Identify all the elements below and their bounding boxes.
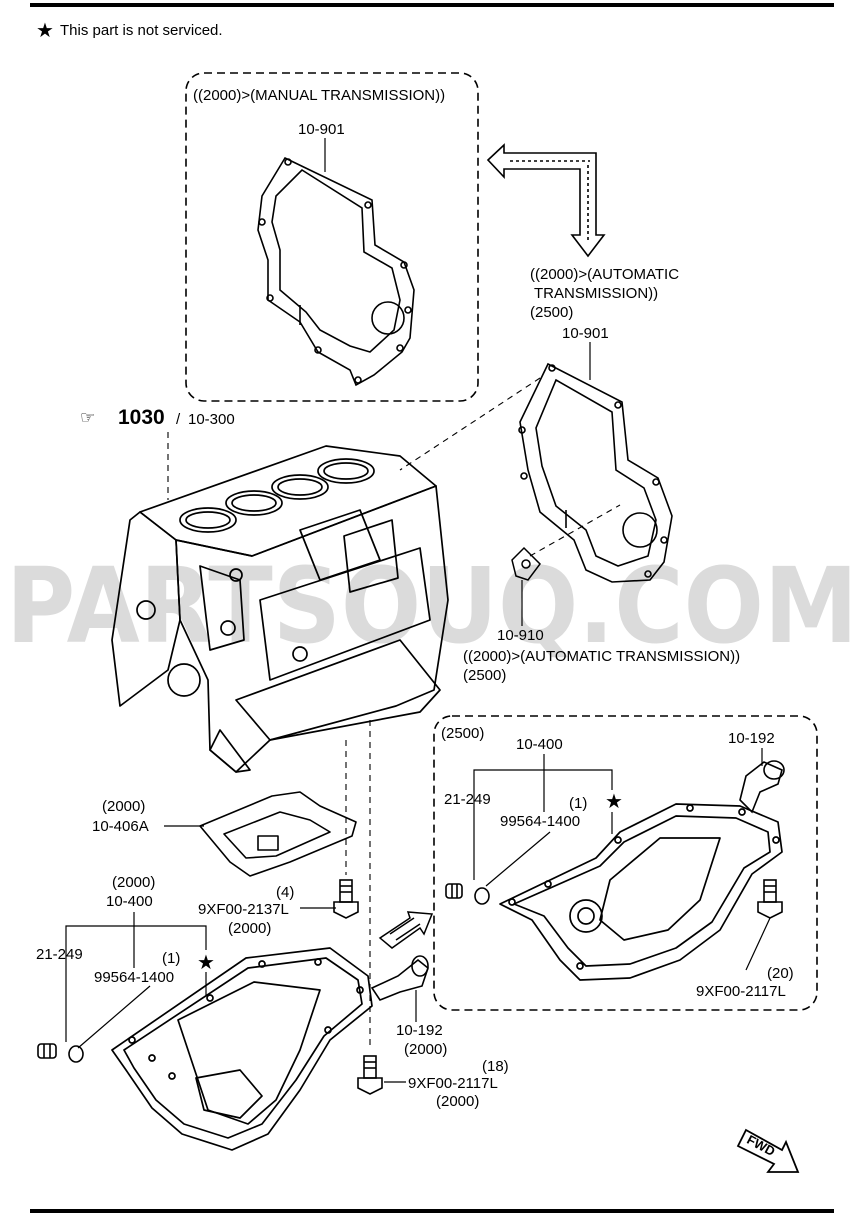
- pan2500-bolt-part: 9XF00-2117L: [696, 983, 786, 1000]
- pan2000-year: (2000): [112, 874, 155, 891]
- pan2000-bolt-year: (2000): [436, 1093, 479, 1110]
- ref-book-icon: ☞: [80, 408, 95, 427]
- pan2000-oil-strainer: [370, 955, 429, 1001]
- manual-group-box: [185, 72, 479, 402]
- cylinder-block: [111, 445, 449, 773]
- note-text: This part is not serviced.: [60, 22, 223, 39]
- pan2500-bolt-leader: [745, 917, 771, 971]
- drive-plate-condition: ((2000)>(AUTOMATIC TRANSMISSION)): [463, 648, 740, 665]
- assembly-direction-arrow: [378, 911, 434, 949]
- pan2000-gasket-ring: [68, 1045, 84, 1063]
- block-ref-main: 1030: [118, 406, 165, 429]
- baffle-bolt: [333, 879, 359, 919]
- oil-pan-2500: [499, 803, 783, 981]
- pan2500-bolt-qty: (20): [767, 965, 794, 982]
- auto-condition-line1: ((2000)>(AUTOMATIC: [530, 266, 679, 283]
- block-reference: ☞ 1030 / 10-300: [80, 406, 235, 429]
- manual-plate-part: 10-901: [298, 121, 345, 138]
- pan2500-group-box: [433, 715, 818, 1011]
- baffle-bolt-year: (2000): [228, 920, 271, 937]
- oil-baffle: [199, 791, 357, 877]
- pan2000-bolt-part: 9XF00-2117L: [408, 1075, 498, 1092]
- pan2000-bolt: [357, 1055, 383, 1095]
- pan2000-bracket: [65, 912, 207, 1049]
- pan2500-bracket: [473, 754, 613, 887]
- pan2000-part: 10-400: [106, 893, 153, 910]
- pan2500-strainer-part: 10-192: [728, 730, 775, 747]
- baffle-bolt-part: 9XF00-2137L: [198, 901, 289, 918]
- alternative-arrow: [486, 143, 606, 258]
- auto-year: (2500): [530, 304, 573, 321]
- drive-plate-part: [511, 546, 541, 581]
- auto-end-plate: [518, 362, 673, 583]
- block-ref-sep: /: [176, 411, 181, 428]
- pan2000-star-icon: ★: [197, 952, 215, 974]
- auto-condition-line2: TRANSMISSION)): [534, 285, 658, 302]
- oil-pan-2000: [111, 947, 373, 1151]
- pan2500-gasket-ring: [474, 887, 490, 905]
- pan2000-gasket: 99564-1400: [94, 969, 174, 986]
- pan2000-plug: 21-249: [36, 946, 83, 963]
- pan2000-drain-plug: [37, 1043, 57, 1059]
- drive-plate-year: (2500): [463, 667, 506, 684]
- pan2500-oil-strainer: [739, 760, 785, 814]
- pan2000-bolt-qty: (18): [482, 1058, 509, 1075]
- pan2500-part: 10-400: [516, 736, 563, 753]
- pan2000-strainer-part: 10-192: [396, 1022, 443, 1039]
- baffle-year: (2000): [102, 798, 145, 815]
- top-rule: [30, 3, 834, 7]
- manual-end-plate: [257, 156, 415, 387]
- pan2500-gasket-qty: (1): [569, 795, 587, 812]
- pan2500-plug: 21-249: [444, 791, 491, 808]
- pan2000-strainer-year: (2000): [404, 1041, 447, 1058]
- watermark: PARTSOUQ.COM: [6, 545, 858, 667]
- pan2500-bolt: [757, 879, 783, 919]
- drive-plate-part-label: 10-910: [497, 627, 544, 644]
- baffle-bolt-qty: (4): [276, 884, 294, 901]
- pan2500-drain-plug: [445, 883, 463, 899]
- block-ref-part: 10-300: [188, 411, 235, 428]
- pan2500-gasket: 99564-1400: [500, 813, 580, 830]
- note-star-icon: ★: [36, 20, 54, 42]
- pan2000-gasket-qty: (1): [162, 950, 180, 967]
- pan2500-star-icon: ★: [605, 791, 623, 813]
- baffle-part: 10-406A: [92, 818, 149, 835]
- bottom-rule: [30, 1209, 834, 1213]
- fwd-arrow-icon: FWD: [736, 1128, 800, 1173]
- manual-condition: ((2000)>(MANUAL TRANSMISSION)): [193, 87, 445, 104]
- auto-plate-dash: [399, 377, 541, 471]
- pan2500-year: (2500): [441, 725, 484, 742]
- auto-plate-part: 10-901: [562, 325, 609, 342]
